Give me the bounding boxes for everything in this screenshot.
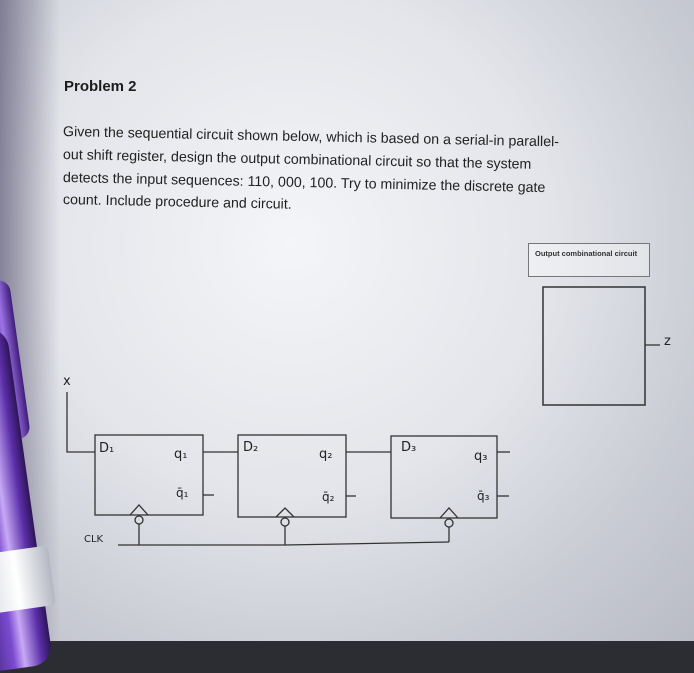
flipflop-3-box xyxy=(390,435,498,519)
clock-bus xyxy=(118,541,450,546)
ff2-d-label: D₂ xyxy=(243,440,259,455)
ff3-qbar-label: q̄₃ xyxy=(477,489,490,503)
input-x-wire xyxy=(66,392,95,453)
ff2-qbar-label: q̄₂ xyxy=(322,490,335,504)
ff1-q-label: q₁ xyxy=(174,447,188,462)
output-circuit-box xyxy=(542,286,646,406)
ff1-qbar-label: q̄₁ xyxy=(176,486,189,500)
ff3-q-label: q₃ xyxy=(474,449,488,464)
ff1-d-label: D₁ xyxy=(99,441,115,456)
clock-label: CLK xyxy=(84,534,104,545)
clock-triangle-2 xyxy=(275,507,295,518)
input-x-label: x xyxy=(63,374,71,389)
output-z-label: z xyxy=(664,334,671,349)
ff2-q-label: q₂ xyxy=(319,447,333,462)
output-combinational-label-box: Output combinational circuit xyxy=(528,243,650,277)
clock-triangle-3 xyxy=(439,507,459,519)
paper-background xyxy=(0,0,694,641)
clock-bubble-3 xyxy=(444,518,454,528)
shift-register-diagram xyxy=(0,0,694,641)
clock-triangle-1 xyxy=(129,504,149,516)
clock-bubble-1 xyxy=(134,515,144,525)
output-combinational-label: Output combinational circuit xyxy=(535,249,638,258)
ff3-d-label: D₃ xyxy=(401,440,417,455)
clock-bubble-2 xyxy=(280,517,290,527)
flipflop-1-box xyxy=(94,434,204,516)
problem-title: Problem 2 xyxy=(64,78,137,95)
flipflop-2-box xyxy=(237,434,347,518)
